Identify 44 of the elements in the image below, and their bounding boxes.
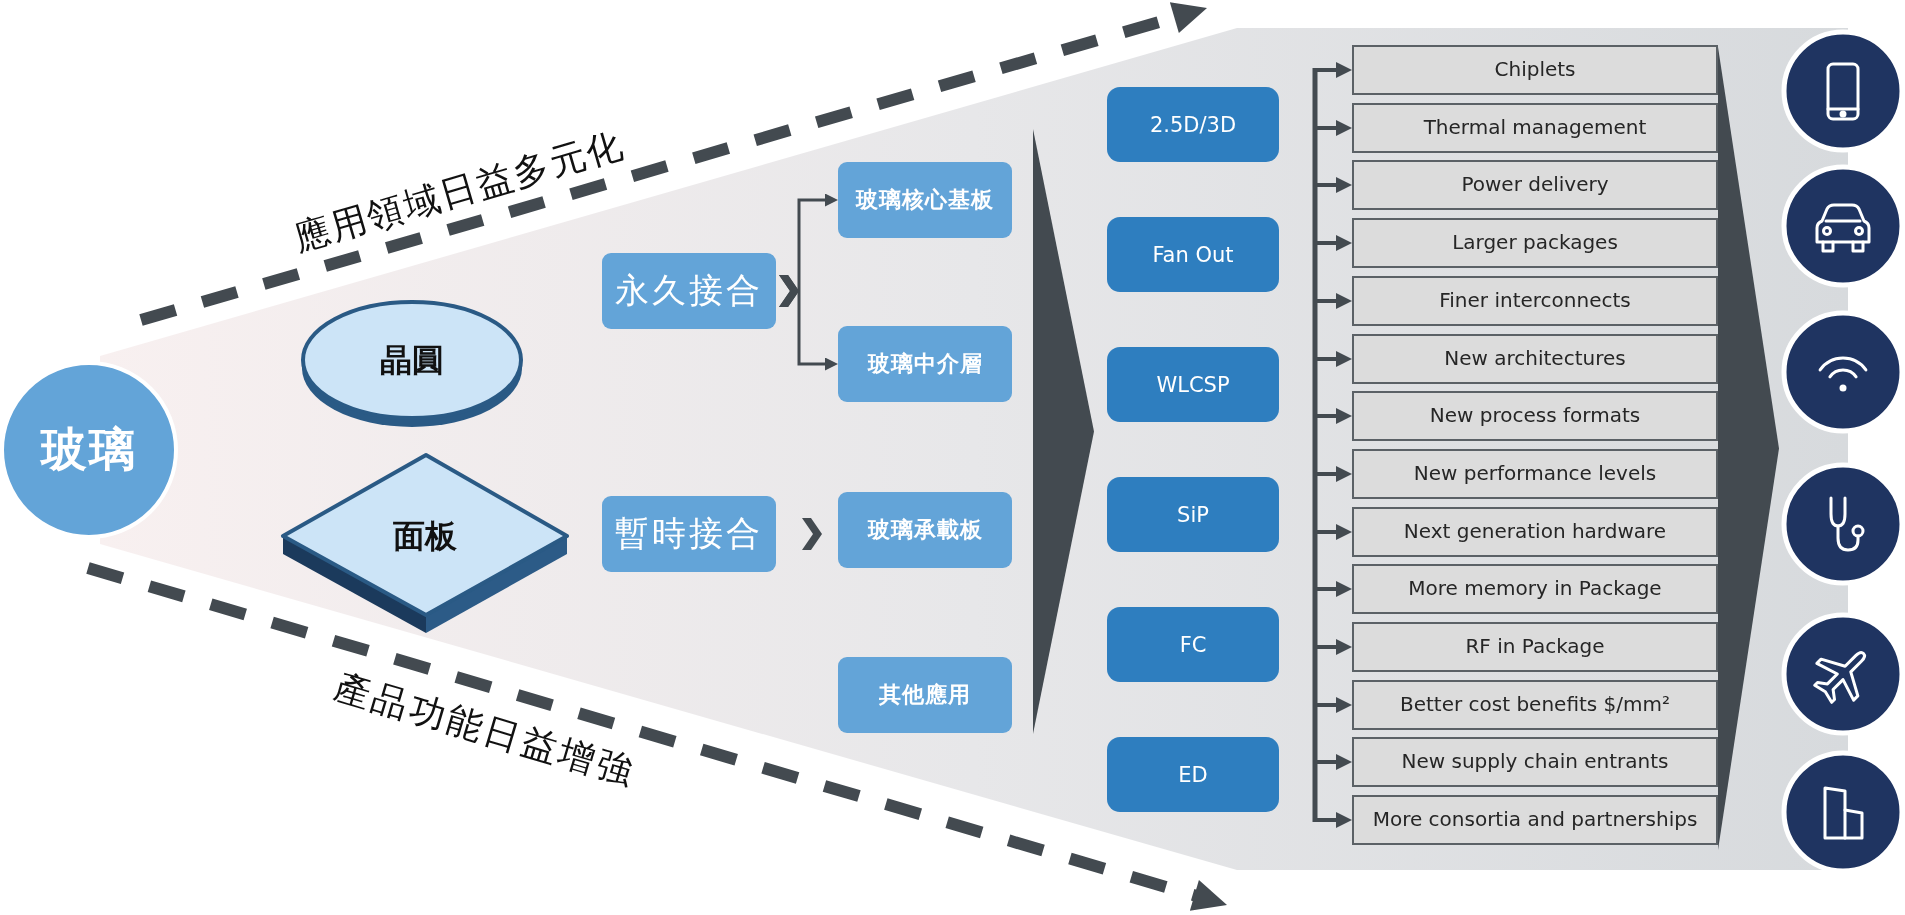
arrow (1315, 466, 1352, 482)
feature-box: More consortia and partnerships (1352, 795, 1718, 845)
feature-box: Next generation hardware (1352, 507, 1718, 557)
bracket-arrow (776, 275, 838, 371)
arrow (1315, 697, 1352, 713)
arrow (1315, 581, 1352, 597)
arrow (1315, 62, 1352, 78)
feature-box: Power delivery (1352, 160, 1718, 210)
flow-chevron (1718, 47, 1779, 850)
arrow (1315, 524, 1352, 540)
arrow (1315, 120, 1352, 136)
trend-label: 產品功能日益增強 (329, 664, 641, 794)
package-box: Fan Out (1107, 217, 1279, 292)
feature-box: Thermal management (1352, 103, 1718, 153)
arrow (1315, 754, 1352, 770)
application-box: 玻璃中介層 (838, 326, 1012, 402)
application-box: 玻璃承載板 (838, 492, 1012, 568)
feature-box: New architectures (1352, 334, 1718, 384)
feature-box: Better cost benefits $/mm² (1352, 680, 1718, 730)
arrow (1315, 408, 1352, 424)
arrow (1315, 293, 1352, 309)
feature-box: Larger packages (1352, 218, 1718, 268)
arrow (1315, 177, 1352, 193)
package-box: SiP (1107, 477, 1279, 552)
package-box: FC (1107, 607, 1279, 682)
category-box: 永久接合 (602, 253, 776, 329)
package-box: ED (1107, 737, 1279, 812)
arrow (1315, 351, 1352, 367)
application-box: 玻璃核心基板 (838, 162, 1012, 238)
package-box: 2.5D/3D (1107, 87, 1279, 162)
feature-box: Finer interconnects (1352, 276, 1718, 326)
feature-box: New process formats (1352, 391, 1718, 441)
arrow (1315, 812, 1352, 828)
flow-chevron (1033, 129, 1094, 734)
arrow (1315, 639, 1352, 655)
feature-box: RF in Package (1352, 622, 1718, 672)
arrow (1315, 235, 1352, 251)
feature-box: New supply chain entrants (1352, 737, 1718, 787)
category-box: 暫時接合 (602, 496, 776, 572)
feature-box: New performance levels (1352, 449, 1718, 499)
package-box: WLCSP (1107, 347, 1279, 422)
feature-box: Chiplets (1352, 45, 1718, 95)
application-box: 其他應用 (838, 657, 1012, 733)
feature-box: More memory in Package (1352, 564, 1718, 614)
